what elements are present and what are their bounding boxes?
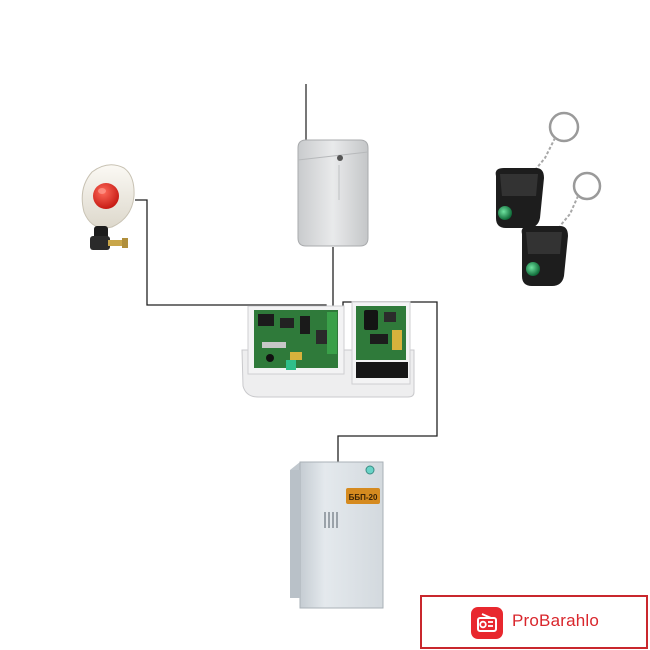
watermark-text: ProBarahlo xyxy=(512,611,600,630)
power-supply-icon xyxy=(290,461,384,609)
antenna-receiver-icon xyxy=(297,84,369,247)
wire-panic-to-panel xyxy=(135,199,327,312)
wire-panel-to-psu xyxy=(337,301,438,468)
panic-button-icon xyxy=(81,164,135,250)
power-supply-label: ББП-20 xyxy=(349,493,378,502)
watermark-badge: ProBarahlo xyxy=(420,595,648,649)
circuit-board-icon xyxy=(241,301,415,398)
key-fob-icon xyxy=(495,111,602,286)
radio-icon xyxy=(471,607,503,639)
